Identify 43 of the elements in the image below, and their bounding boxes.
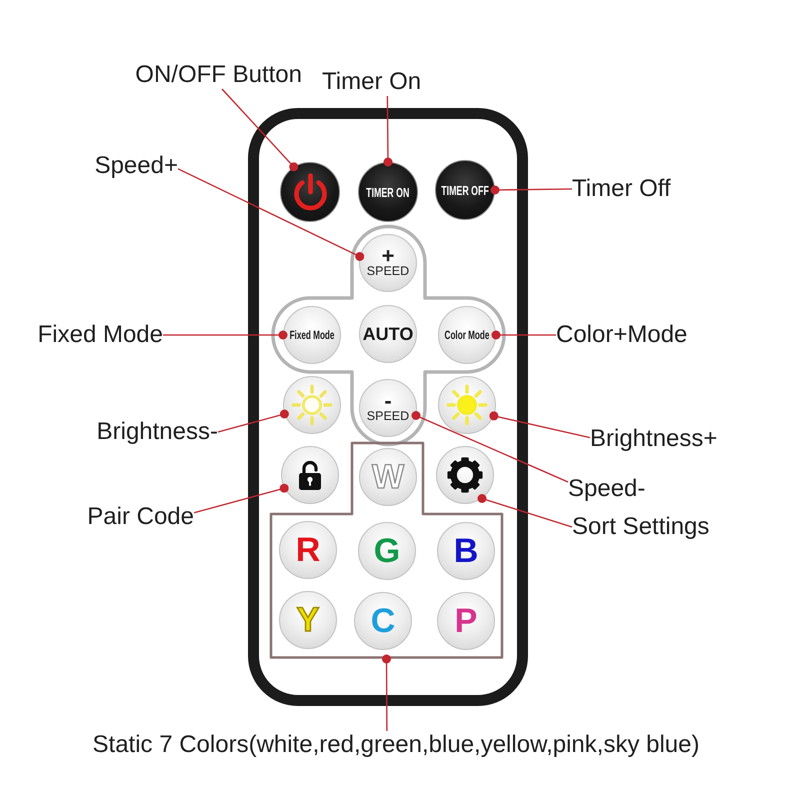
callout-label: Speed- [568, 475, 646, 503]
remote-button: R [279, 521, 337, 579]
remote-button: Y [279, 591, 337, 649]
callout-label: Static 7 Colors(white,red,green,blue,yellow,pink,sky blue) [92, 731, 700, 759]
leader-line [412, 411, 568, 483]
leader-line [384, 96, 392, 166]
remote-button: G [358, 522, 416, 580]
remote-button: C [354, 592, 412, 650]
leader-line [222, 88, 298, 172]
callout-label: Color+Mode [556, 321, 688, 349]
leader-line [218, 410, 289, 433]
callout-label: Brightness- [96, 418, 218, 446]
remote-button [436, 446, 494, 504]
leader-line [490, 186, 572, 194]
callout-label: Sort Settings [572, 513, 710, 541]
leader-line [163, 330, 288, 340]
callout-label: Brightness+ [590, 425, 718, 453]
remote-button: W [359, 448, 417, 506]
leader-line [194, 484, 289, 514]
leader-line [489, 411, 590, 438]
callout-label: ON/OFF Button [135, 61, 302, 89]
remote-button: TIMER OFF [435, 160, 495, 220]
remote-button: + SPEED [359, 234, 417, 292]
leader-line [492, 330, 556, 340]
remote-button: AUTO [359, 305, 417, 363]
remote-control-body [248, 108, 528, 706]
color-group-outline [268, 441, 505, 659]
remote-button: B [437, 522, 495, 580]
callout-label: Pair Code [87, 503, 194, 531]
remote-button: Fixed Mode [283, 306, 341, 364]
leader-line [478, 494, 572, 528]
remote-button: P [437, 592, 495, 650]
remote-button: - SPEED [359, 379, 417, 437]
remote-button: Color Mode [438, 306, 496, 364]
callout-label: Fixed Mode [38, 321, 163, 349]
callout-label: Speed+ [94, 152, 178, 180]
leader-line [178, 168, 364, 261]
leader-line [382, 654, 391, 731]
remote-button: TIMER ON [358, 162, 418, 222]
remote-button [280, 162, 340, 222]
callout-label: Timer Off [572, 175, 671, 203]
callout-label: Timer On [322, 68, 422, 96]
remote-button [438, 376, 496, 434]
